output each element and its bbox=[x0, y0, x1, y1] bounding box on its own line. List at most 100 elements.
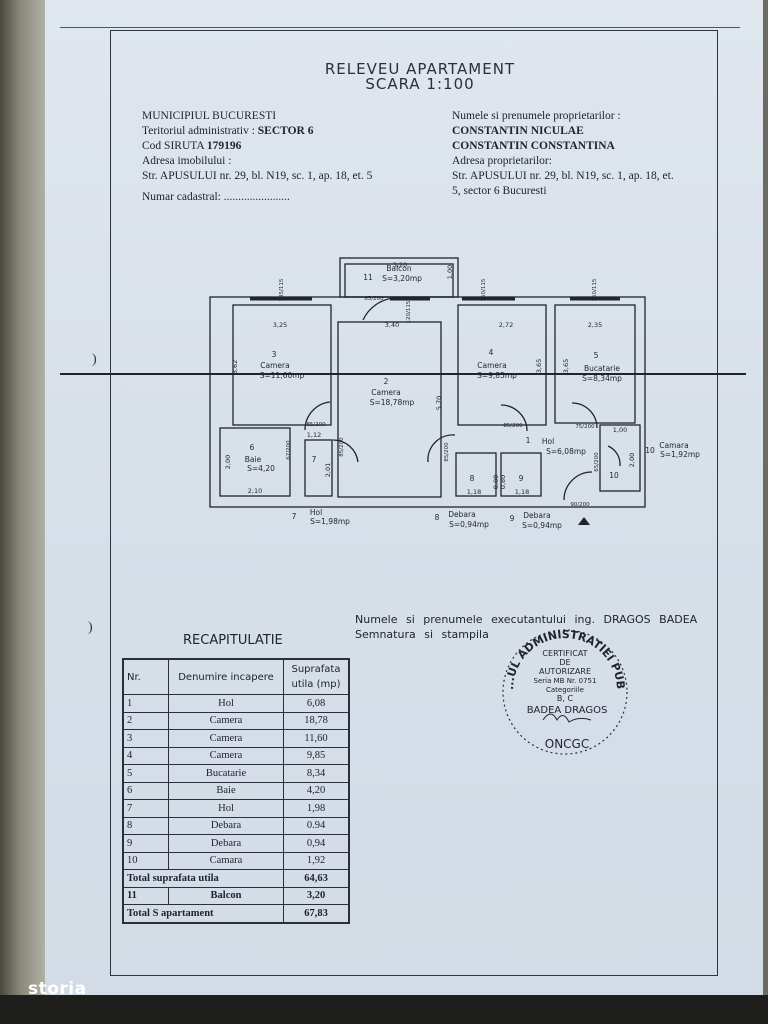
opening-size: 150/115 bbox=[592, 278, 598, 301]
room-number: 8 bbox=[435, 513, 440, 522]
opening-size: 85/200 bbox=[339, 437, 345, 457]
owners-address-label: Adresa proprietarilor: bbox=[452, 155, 552, 167]
siruta-value: 179196 bbox=[206, 140, 242, 152]
total-label: Total S apartament bbox=[122, 904, 284, 923]
cell-room: Bucatarie bbox=[168, 764, 284, 783]
balcony-label: Balcon bbox=[168, 886, 284, 905]
room-name: Camera bbox=[371, 388, 400, 397]
header-room: Denumire incapere bbox=[168, 658, 284, 695]
total-row: Total S apartament 67,83 bbox=[122, 904, 350, 923]
cell-area: 18,78 bbox=[283, 711, 350, 730]
dimensions: 3,20 1,00 3,25 3,40 2,72 2,35 3,62 5,70 … bbox=[224, 261, 636, 496]
punch-mark: ) bbox=[92, 352, 97, 367]
owners-label: Numele si prenumele proprietarilor : bbox=[452, 110, 621, 122]
dimension: 3,40 bbox=[385, 321, 399, 329]
room-name: Camara bbox=[659, 441, 688, 450]
walls bbox=[209, 257, 646, 508]
divider bbox=[60, 27, 740, 28]
room-name: Hol bbox=[542, 437, 554, 446]
room-name: Debara bbox=[448, 510, 475, 519]
cell-area: 0.94 bbox=[283, 816, 350, 835]
room-area: S=11,60mp bbox=[260, 371, 305, 380]
entrance-arrow-icon bbox=[578, 517, 590, 525]
cell-room: Camera bbox=[168, 729, 284, 748]
room-name: Camera bbox=[477, 361, 506, 370]
total-useful-label: Total suprafata utila bbox=[122, 869, 284, 888]
cell-room: Hol bbox=[168, 694, 284, 713]
room-number: 1 bbox=[526, 436, 531, 445]
dimension: 2,10 bbox=[248, 487, 262, 495]
punch-mark: ) bbox=[88, 620, 93, 635]
opening-size: 65/200 bbox=[594, 452, 600, 472]
dimension: 1,00 bbox=[613, 426, 627, 434]
total-value: 67,83 bbox=[283, 904, 350, 923]
recap-title: RECAPITULATIE bbox=[183, 633, 283, 648]
signature bbox=[542, 713, 592, 723]
cell-room: Debara bbox=[168, 834, 284, 853]
dimension: 1,00 bbox=[446, 265, 454, 279]
opening-size: 185/115 bbox=[279, 278, 285, 301]
room-number: 6 bbox=[250, 443, 255, 452]
stamp-bottom: ONCGC bbox=[545, 737, 589, 751]
watermark-logo: storia bbox=[28, 979, 87, 999]
territory-value: SECTOR 6 bbox=[257, 125, 314, 137]
opening-size: 150/115 bbox=[481, 278, 487, 301]
siruta-label: Cod SIRUTA bbox=[142, 140, 205, 152]
room-number: 3 bbox=[272, 350, 277, 359]
owner-name: CONSTANTIN NICULAE bbox=[452, 125, 584, 137]
room-number: 4 bbox=[489, 348, 494, 357]
cell-nr: 10 bbox=[122, 851, 169, 870]
dimension: 2,35 bbox=[588, 321, 602, 329]
photo-bottom-edge bbox=[0, 995, 768, 1024]
cell-area: 0,94 bbox=[283, 834, 350, 853]
room-labels: Balcon S=3,20mp 11 3 Camera S=11,60mp 2 … bbox=[245, 264, 700, 530]
room-area: S=6,08mp bbox=[546, 447, 586, 456]
cell-area: 1,98 bbox=[283, 799, 350, 818]
territory-label: Teritoriul administrativ : bbox=[142, 125, 255, 137]
room-area: S=1,98mp bbox=[310, 517, 350, 526]
cell-room: Baie bbox=[168, 781, 284, 800]
executant-info: Numele si prenumele executantului ing. D… bbox=[355, 612, 697, 642]
dimension: 3,65 bbox=[535, 359, 543, 373]
dimension: 3,20 bbox=[393, 261, 407, 269]
cell-room: Camera bbox=[168, 746, 284, 765]
balcony-row: 11 Balcon 3,20 bbox=[122, 886, 350, 905]
room-name: Camera bbox=[260, 361, 289, 370]
cell-nr: 2 bbox=[122, 711, 169, 730]
signature-label: Semnatura si stampila bbox=[355, 628, 489, 641]
room-area: S=1,92mp bbox=[660, 450, 700, 459]
header-area: Suprafata utila (mp) bbox=[283, 658, 350, 695]
room-number: 7 bbox=[292, 512, 297, 521]
document-scale: SCARA 1:100 bbox=[365, 75, 475, 93]
room-name: Balcon bbox=[386, 264, 412, 273]
opening-size: 75/200 bbox=[575, 424, 595, 430]
cell-nr: 5 bbox=[122, 764, 169, 783]
room-name: Hol bbox=[310, 508, 322, 517]
dimension: 2,01 bbox=[324, 463, 332, 477]
room-area: S=9,85mp bbox=[477, 371, 517, 380]
cell-room: Camera bbox=[168, 711, 284, 730]
dimension: 1,12 bbox=[307, 431, 321, 439]
room-number: 10 bbox=[609, 471, 619, 480]
stamp-line: Seria MB Nr. 0751 bbox=[534, 677, 597, 685]
total-useful-value: 64,63 bbox=[283, 869, 350, 888]
cell-area: 6,08 bbox=[283, 694, 350, 713]
room-number: 9 bbox=[519, 474, 524, 483]
authorization-stamp: ...UL ADMINISTRATIEI PUBLICE CERTIFICAT … bbox=[495, 620, 628, 755]
room-number: 10 bbox=[645, 446, 655, 455]
cell-nr: 3 bbox=[122, 729, 169, 748]
cell-nr: 1 bbox=[122, 694, 169, 713]
cell-nr: 4 bbox=[122, 746, 169, 765]
openings: 185/115 150/115 150/115 120/115 85/200 8… bbox=[279, 278, 600, 508]
opening-size: 120/115 bbox=[406, 300, 412, 323]
